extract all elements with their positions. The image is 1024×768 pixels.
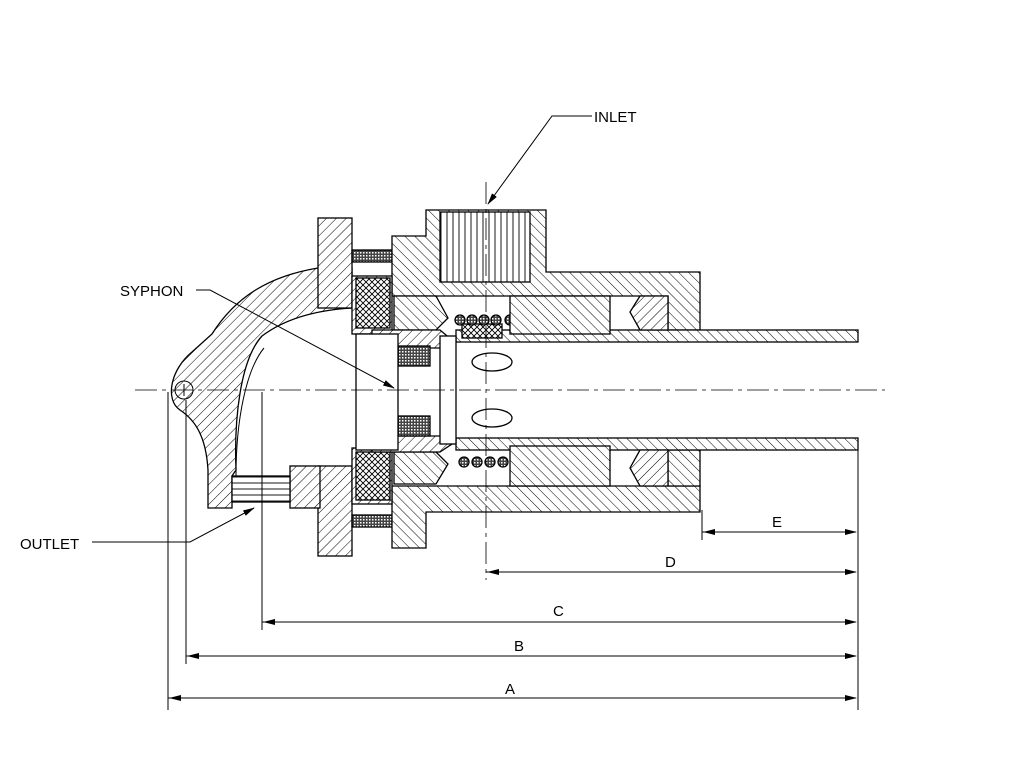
dimension-d: D [486, 554, 857, 575]
outlet-leader [92, 507, 255, 543]
rear-seal-lower [629, 449, 669, 487]
outlet-label: OUTLET [20, 536, 79, 553]
guide-ring-upper [509, 295, 611, 335]
dimension-c: C [262, 603, 857, 625]
svg-text:B: B [514, 638, 524, 655]
guide-ring-lower [509, 445, 611, 487]
syphon-bushing-lower [397, 415, 431, 437]
syphon-leader [196, 289, 395, 389]
bolt-lower [351, 514, 393, 528]
outlet-port-mark [174, 380, 194, 400]
dimension-extension-lines [167, 392, 859, 710]
syphon-tube [355, 333, 399, 451]
svg-text:C: C [553, 603, 564, 620]
carbon-seal-upper [393, 295, 449, 331]
outlet-nipple [289, 465, 321, 509]
outlet-flange-upper [317, 217, 353, 309]
bolt-upper [351, 249, 393, 263]
housing [391, 209, 701, 549]
svg-text:A: A [505, 681, 515, 698]
packing-lower [355, 451, 391, 501]
inlet-leader [487, 115, 592, 205]
dimension-e: E [702, 514, 857, 535]
syphon-bushing-upper [397, 345, 431, 367]
dimension-a: A [168, 681, 857, 701]
dimension-b: B [186, 638, 857, 659]
svg-text:D: D [665, 554, 676, 571]
outlet-flange-lower [317, 465, 353, 557]
inlet-label: INLET [594, 109, 637, 126]
svg-text:E: E [772, 514, 782, 531]
rotating-journal [439, 329, 859, 451]
outlet-elbow [170, 267, 353, 509]
packing-upper [355, 277, 391, 329]
rear-seal-upper [629, 295, 669, 331]
carbon-seal-lower [393, 451, 449, 485]
syphon-label: SYPHON [120, 283, 183, 300]
outlet-thread [231, 475, 291, 503]
inlet-thread [439, 211, 531, 283]
